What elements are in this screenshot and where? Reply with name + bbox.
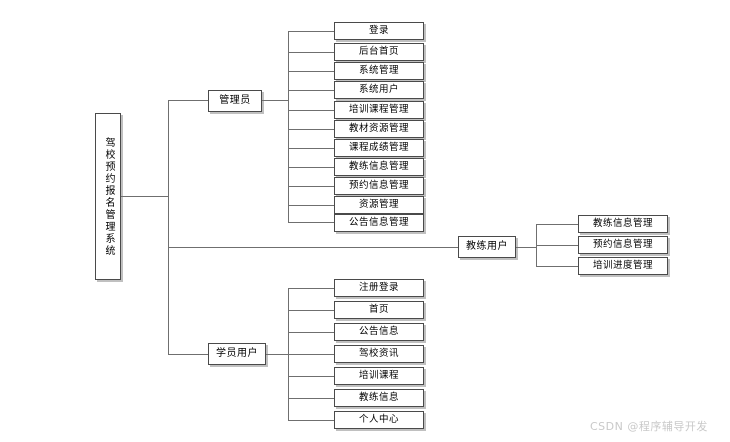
leaf-node[interactable]: 个人中心 — [334, 411, 424, 429]
connector-admin-leaf-1 — [288, 52, 334, 53]
connector-admin-leaf-8 — [288, 186, 334, 187]
connector-student-leaf-1 — [288, 310, 334, 311]
leaf-node[interactable]: 培训进度管理 — [578, 257, 668, 275]
connector-trunk-to-admin — [168, 100, 208, 101]
connector-admin-leaf-6 — [288, 148, 334, 149]
leaf-node[interactable]: 系统管理 — [334, 62, 424, 80]
connector-admin-leaf-3 — [288, 90, 334, 91]
leaf-node[interactable]: 教练信息管理 — [578, 215, 668, 233]
root-node[interactable]: 驾校预约报名管理系统 — [95, 113, 121, 280]
leaf-node[interactable]: 注册登录 — [334, 279, 424, 297]
connector-admin-leaf-9 — [288, 205, 334, 206]
branch-node-coach[interactable]: 教练用户 — [458, 236, 516, 258]
leaf-node[interactable]: 驾校资讯 — [334, 345, 424, 363]
csdn-watermark: CSDN @程序辅导开发 — [590, 420, 708, 433]
leaf-node[interactable]: 资源管理 — [334, 196, 424, 214]
branch-node-student[interactable]: 学员用户 — [208, 343, 266, 365]
connector-student-leaf-2 — [288, 332, 334, 333]
connector-student-leaf-0 — [288, 288, 334, 289]
connector-main-trunk — [168, 100, 169, 354]
connector-admin-leaf-10 — [288, 222, 334, 223]
connector-admin-leaf-5 — [288, 129, 334, 130]
leaf-node[interactable]: 系统用户 — [334, 81, 424, 99]
connector-student-leaf-6 — [288, 420, 334, 421]
leaf-node[interactable]: 教材资源管理 — [334, 120, 424, 138]
connector-admin-leaf-0 — [288, 31, 334, 32]
branch-node-admin[interactable]: 管理员 — [208, 90, 262, 112]
connector-coach-to-subtrunk — [516, 247, 536, 248]
leaf-node[interactable]: 首页 — [334, 301, 424, 319]
leaf-node[interactable]: 预约信息管理 — [578, 236, 668, 254]
leaf-node[interactable]: 培训课程 — [334, 367, 424, 385]
leaf-node[interactable]: 课程成绩管理 — [334, 139, 424, 157]
leaf-node[interactable]: 培训课程管理 — [334, 101, 424, 119]
connector-student-leaf-3 — [288, 354, 334, 355]
connector-coach-leaf-0 — [536, 224, 578, 225]
connector-admin-to-subtrunk — [262, 100, 288, 101]
leaf-node[interactable]: 后台首页 — [334, 43, 424, 61]
connector-admin-leaf-4 — [288, 110, 334, 111]
leaf-node[interactable]: 教练信息管理 — [334, 158, 424, 176]
connector-admin-subtrunk — [288, 31, 289, 222]
connector-coach-leaf-2 — [536, 266, 578, 267]
leaf-node[interactable]: 登录 — [334, 22, 424, 40]
connector-trunk-to-student — [168, 354, 208, 355]
leaf-node[interactable]: 教练信息 — [334, 389, 424, 407]
connector-student-leaf-4 — [288, 376, 334, 377]
leaf-node[interactable]: 公告信息 — [334, 323, 424, 341]
leaf-node[interactable]: 公告信息管理 — [334, 214, 424, 232]
connector-student-to-subtrunk — [266, 354, 288, 355]
connector-trunk-to-coach — [168, 247, 458, 248]
leaf-node[interactable]: 预约信息管理 — [334, 177, 424, 195]
connector-coach-leaf-1 — [536, 245, 578, 246]
connector-admin-leaf-7 — [288, 167, 334, 168]
connector-admin-leaf-2 — [288, 71, 334, 72]
connector-root-to-trunk — [121, 196, 168, 197]
connector-student-leaf-5 — [288, 398, 334, 399]
